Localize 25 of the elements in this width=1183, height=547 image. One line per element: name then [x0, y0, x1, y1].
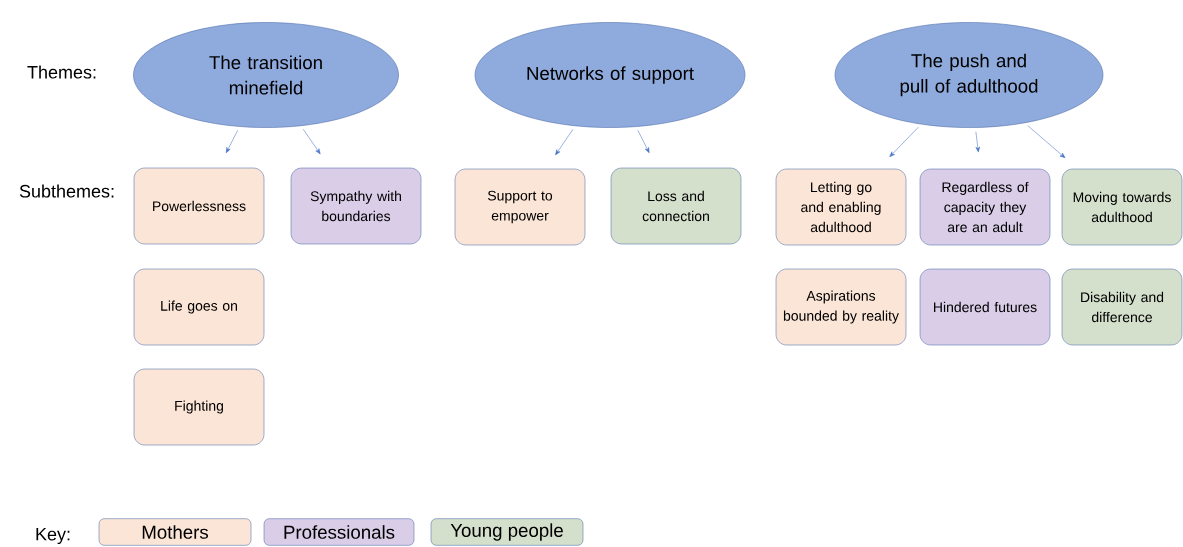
subtheme-box: Letting go and enabling adulthood — [775, 168, 907, 246]
subtheme-box: Disability and difference — [1061, 268, 1183, 346]
arrow — [303, 128, 321, 155]
legend-box: Young people — [430, 518, 584, 546]
subtheme-box: Moving towards adulthood — [1061, 168, 1183, 246]
subtheme-box: Aspirations bounded by reality — [775, 268, 907, 346]
arrow — [555, 129, 574, 156]
subtheme-box: Loss and connection — [610, 167, 742, 245]
row-label: Themes: — [27, 65, 96, 79]
subtheme-box: Life goes on — [133, 268, 265, 346]
arrow — [637, 130, 650, 154]
legend-box: Professionals — [263, 518, 415, 546]
subtheme-box: Support to empower — [454, 168, 586, 246]
arrow — [889, 126, 919, 157]
subtheme-box: Regardless of capacity they are an adult — [919, 168, 1051, 246]
subtheme-box: Sympathy with boundaries — [290, 167, 422, 245]
arrow — [975, 131, 980, 153]
subtheme-box: Powerlessness — [133, 167, 265, 245]
row-label: Subthemes: — [19, 184, 114, 198]
arrow — [1027, 125, 1066, 159]
row-label: Key: — [36, 527, 70, 545]
legend-box: Mothers — [98, 518, 252, 546]
arrow — [225, 130, 238, 154]
subtheme-box: Fighting — [133, 368, 265, 446]
subtheme-box: Hindered futures — [919, 268, 1051, 346]
